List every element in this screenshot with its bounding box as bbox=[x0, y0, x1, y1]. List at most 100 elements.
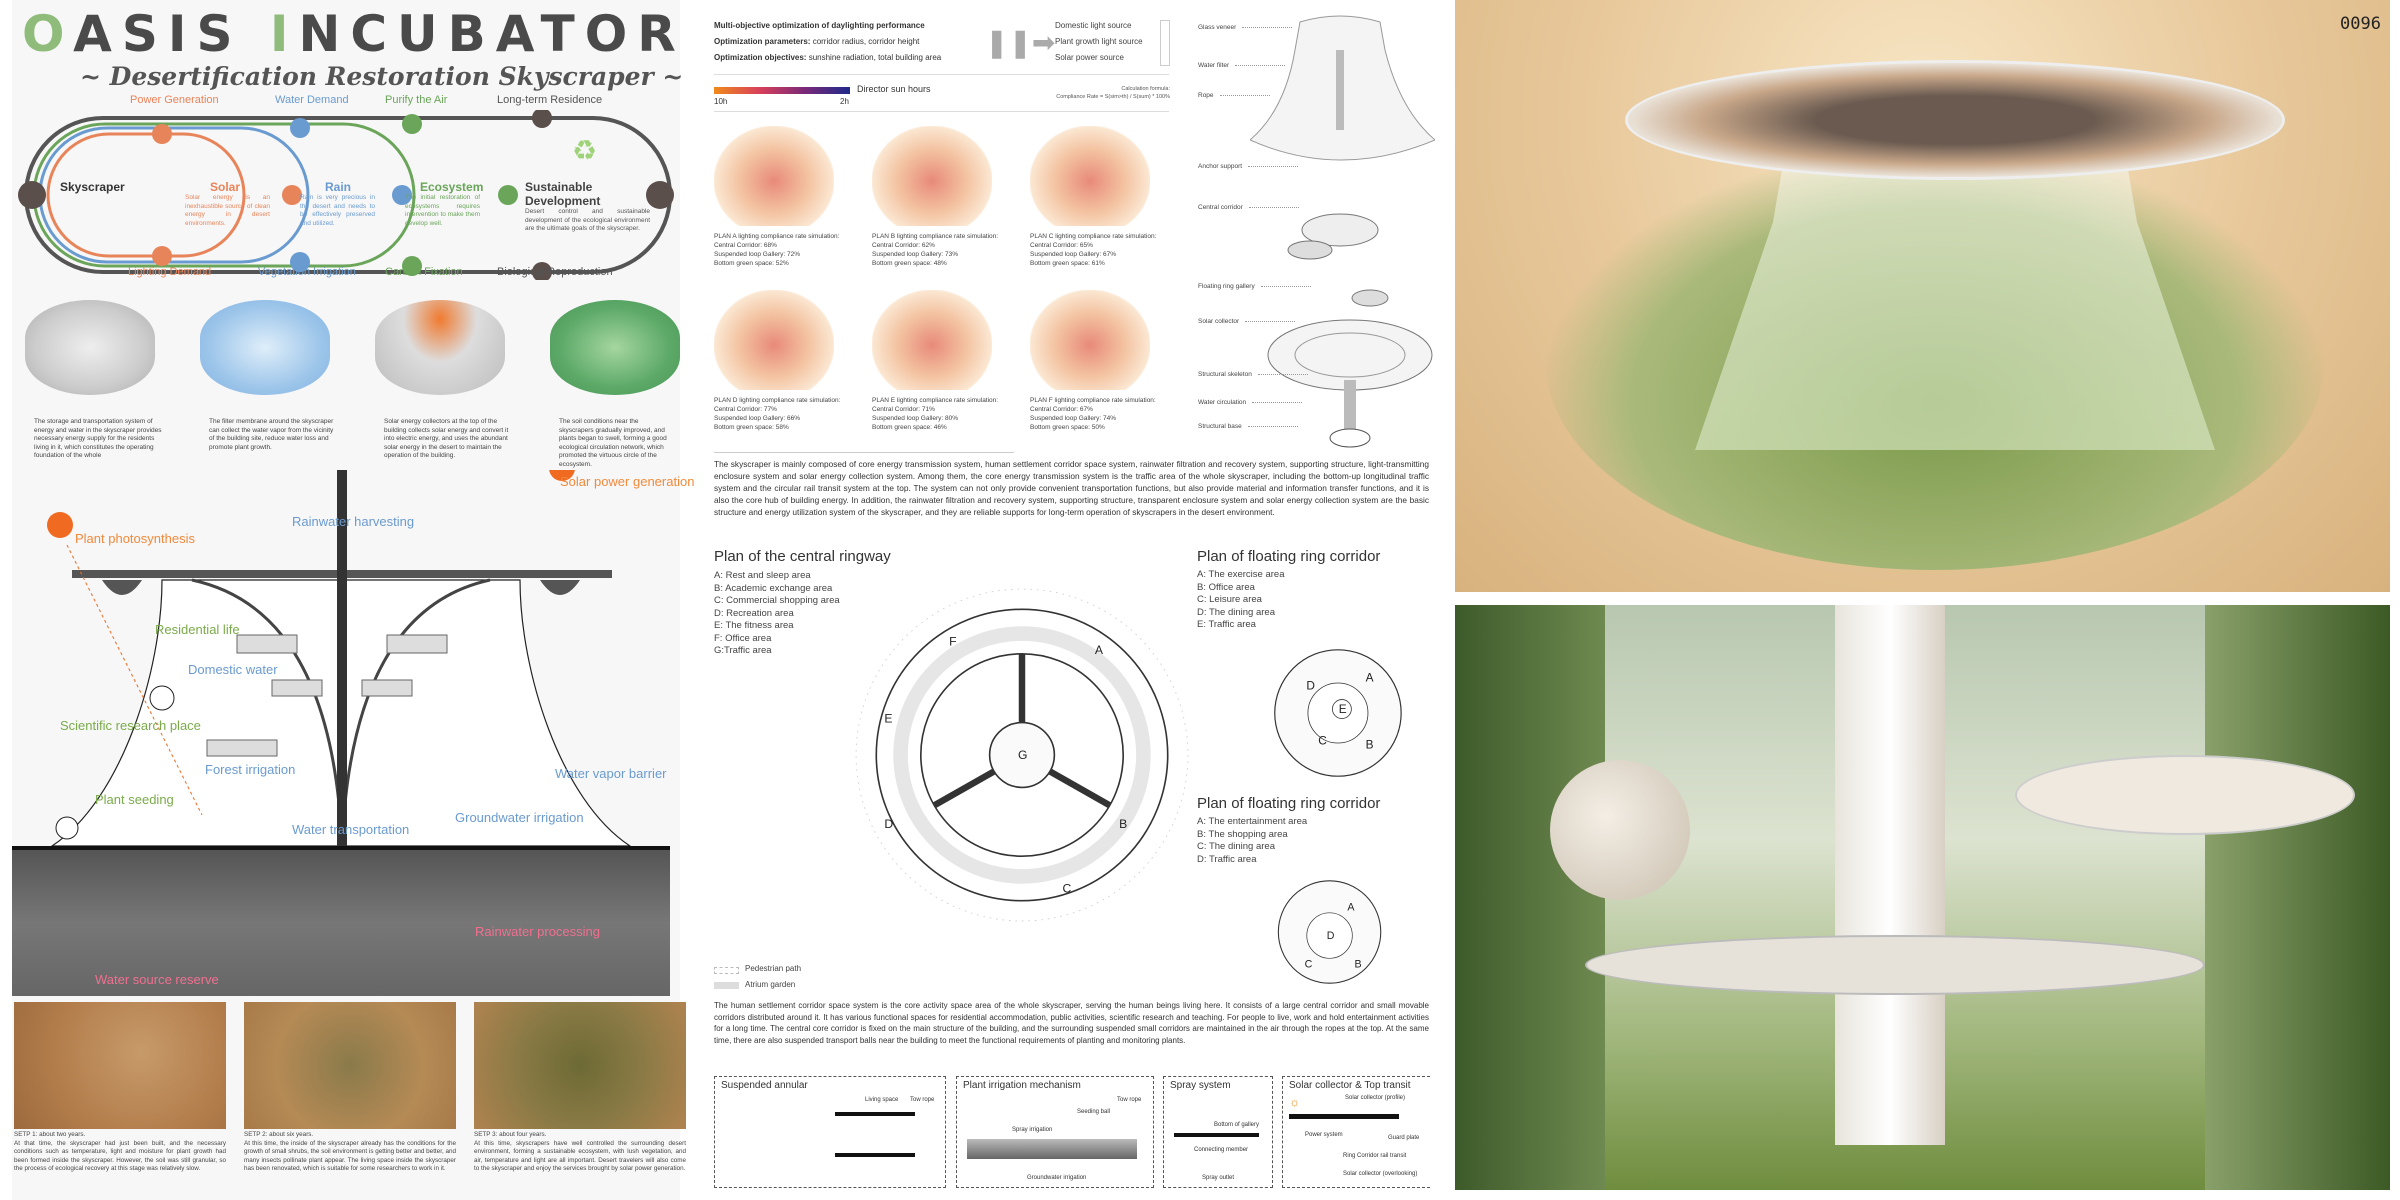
sim-green: Bottom green space: 50% bbox=[1030, 424, 1105, 431]
axon-label: Central corridor bbox=[1198, 204, 1299, 212]
section-drawing bbox=[47, 470, 633, 847]
label-carbon-fixation: Carbon Fixation bbox=[385, 266, 463, 278]
forest-rendering bbox=[1455, 605, 2390, 1190]
system-description: The skyscraper is mainly composed of cor… bbox=[714, 459, 1429, 517]
source-icons bbox=[1160, 20, 1170, 66]
detail-solar-transit: Solar collector & Top transit Solar coll… bbox=[1282, 1076, 1430, 1188]
model-caption: The soil conditions near the skyscrapers… bbox=[559, 418, 667, 468]
label-scientific-research: Scientific research place bbox=[60, 718, 201, 733]
zone-letter: D bbox=[1327, 930, 1335, 942]
floating-gallery bbox=[2015, 755, 2355, 835]
legend-item: B: Office area bbox=[1197, 581, 1255, 593]
detail-title: Suspended annular bbox=[721, 1080, 808, 1091]
corridor-ring bbox=[1585, 935, 2205, 995]
node-title: Rain bbox=[325, 180, 352, 194]
sim-central: Central Corridor: 67% bbox=[1030, 406, 1093, 413]
legend-item: A: The exercise area bbox=[1197, 569, 1285, 580]
collector-drawing bbox=[1289, 1114, 1399, 1119]
bamboo-icon bbox=[290, 252, 310, 272]
sim-title: PLAN E lighting compliance rate simulati… bbox=[872, 397, 999, 404]
label-water-vapor-barrier: Water vapor barrier bbox=[555, 766, 667, 781]
simulation-image bbox=[872, 290, 992, 390]
label-water-transportation: Water transportation bbox=[292, 822, 410, 837]
lightbulb-icon bbox=[152, 246, 172, 266]
detail-title: Spray system bbox=[1170, 1080, 1231, 1091]
step2-caption: SETP 2: about six years.At this time, th… bbox=[244, 1131, 456, 1174]
legend-item: D: Recreation area bbox=[714, 607, 794, 619]
node-text: The initial restoration of ecosystems re… bbox=[405, 194, 480, 227]
simulation-caption: PLAN B lighting compliance rate simulati… bbox=[872, 232, 998, 268]
sim-central: Central Corridor: 77% bbox=[714, 406, 777, 413]
step3-caption: SETP 3: about four years.At this time, s… bbox=[474, 1131, 686, 1174]
axon-label: Water filter bbox=[1198, 62, 1285, 70]
label-water-source-reserve: Water source reserve bbox=[95, 972, 219, 987]
detail-label: Power system bbox=[1305, 1132, 1343, 1138]
detail-label: Tow rope bbox=[910, 1097, 935, 1103]
recycle-icon: ♻ bbox=[572, 135, 597, 166]
node-title: Solar bbox=[210, 180, 241, 194]
residence-icon bbox=[532, 110, 552, 128]
living-space-drawing bbox=[835, 1112, 915, 1157]
sim-title: PLAN F lighting compliance rate simulati… bbox=[1030, 397, 1156, 404]
simulation-caption: PLAN D lighting compliance rate simulati… bbox=[714, 396, 840, 432]
axon-label: Structural skeleton bbox=[1198, 371, 1308, 379]
params-label: Optimization parameters: bbox=[714, 37, 811, 46]
node-skyscraper: Skyscraper bbox=[60, 180, 125, 194]
legend-item: E: The fitness area bbox=[714, 620, 794, 631]
legend-item: D: The dining area bbox=[1197, 606, 1275, 618]
title-incubator: NCUBATOR bbox=[298, 5, 686, 63]
model-caption: The storage and transportation system of… bbox=[34, 418, 162, 459]
formula-title: Calculation formula: bbox=[1121, 86, 1170, 92]
sim-loop: Suspended loop Gallery: 80% bbox=[872, 415, 959, 422]
step-text: At that time, the skyscraper had just be… bbox=[14, 1139, 226, 1173]
detail-label: Solar collector (profile) bbox=[1345, 1095, 1406, 1101]
label-lighting-demand: Lighting Demand bbox=[128, 266, 212, 278]
step-title: SETP 3: about four years. bbox=[474, 1131, 547, 1138]
spokes bbox=[932, 653, 1112, 809]
divider bbox=[714, 74, 1169, 75]
legend-item: C: Leisure area bbox=[1197, 594, 1262, 605]
deer-icon bbox=[532, 262, 552, 280]
detail-label: Bottom of gallery bbox=[1214, 1122, 1260, 1128]
tree-icon bbox=[498, 185, 518, 205]
detail-spray-system: Spray system Bottom of gallery Connectin… bbox=[1163, 1076, 1273, 1188]
source-solar: Solar power source bbox=[1055, 53, 1124, 62]
node-text: Solar energy is an inexhaustible source … bbox=[185, 194, 270, 227]
simulation-image bbox=[714, 290, 834, 390]
sun-icon bbox=[549, 470, 575, 481]
sun-icon bbox=[47, 512, 73, 538]
sim-green: Bottom green space: 46% bbox=[872, 424, 947, 431]
sim-green: Bottom green space: 48% bbox=[872, 260, 947, 267]
zone-letter: D bbox=[884, 817, 893, 831]
core-tower bbox=[1835, 605, 1945, 1145]
model-caption: The filter membrane around the skyscrape… bbox=[209, 418, 334, 451]
model-energy-storage bbox=[25, 300, 155, 395]
zone-letter: G bbox=[1018, 748, 1027, 762]
legend-item: C: The dining area bbox=[1197, 841, 1275, 852]
label-residential-life: Residential life bbox=[155, 622, 240, 637]
simulation-image bbox=[714, 126, 834, 226]
legend-item: E: Traffic area bbox=[1197, 619, 1256, 630]
simulation-caption: PLAN F lighting compliance rate simulati… bbox=[1030, 396, 1156, 432]
axon-label: Glass veneer bbox=[1198, 24, 1292, 32]
gallery-bottom-drawing bbox=[1174, 1133, 1259, 1137]
poster-number: 0096 bbox=[2340, 14, 2381, 34]
sim-loop: Suspended loop Gallery: 66% bbox=[714, 415, 801, 422]
pedestrian-swatch bbox=[714, 967, 739, 974]
legend-item: F: Office area bbox=[714, 632, 772, 644]
model-filter-membrane bbox=[200, 300, 330, 395]
zone-letter: C bbox=[1318, 734, 1327, 748]
zone-letter: A bbox=[1095, 643, 1104, 657]
label-rainwater-harvesting: Rainwater harvesting bbox=[292, 514, 415, 529]
legend-item: B: Academic exchange area bbox=[714, 582, 833, 594]
axon-label: Anchor support bbox=[1198, 163, 1298, 171]
optimization-header: Multi-objective optimization of daylight… bbox=[714, 18, 941, 66]
central-corridor bbox=[1301, 213, 1379, 247]
poster-subtitle: ~ Desertification Restoration Skyscraper… bbox=[80, 62, 684, 91]
exploded-axonometric bbox=[1250, 15, 1435, 448]
zone-letter: E bbox=[884, 712, 892, 726]
